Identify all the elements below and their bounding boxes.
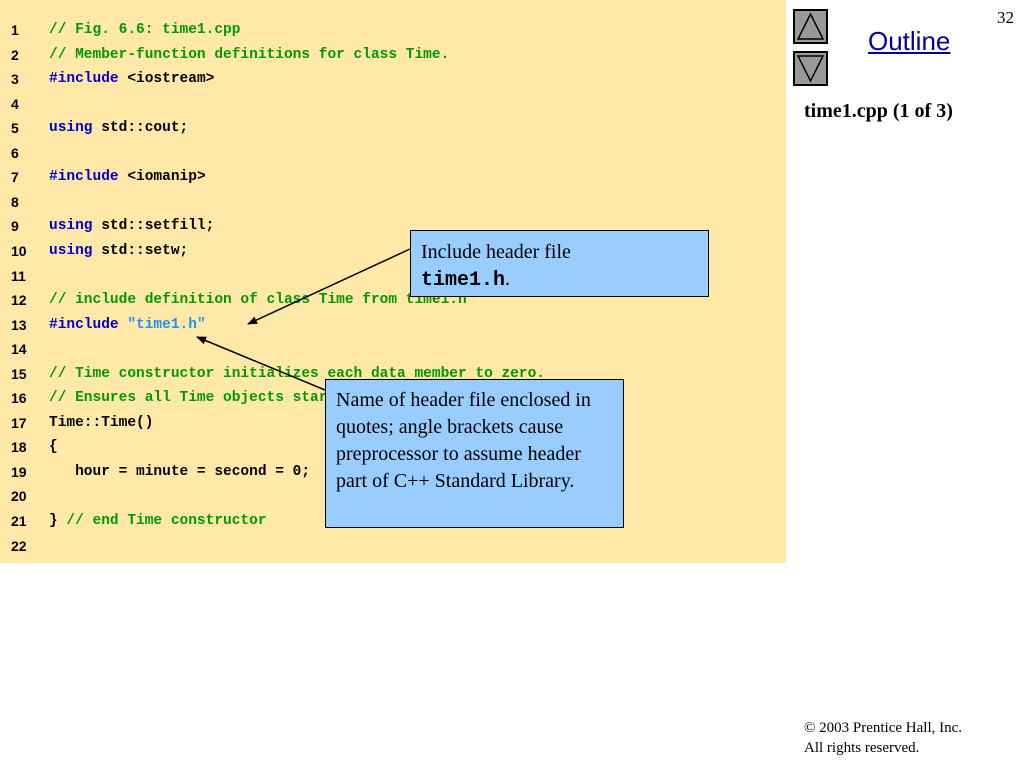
line-number: 10 xyxy=(11,242,27,259)
code-token-text: hour = minute = second = 0; xyxy=(49,463,311,480)
nav-previous-button[interactable] xyxy=(793,9,828,44)
code-token-keyword: #include xyxy=(49,71,119,88)
code-token-text: std::setw; xyxy=(92,242,189,259)
line-number: 22 xyxy=(11,537,27,554)
code-token-text: std::setfill; xyxy=(92,218,215,235)
line-number: 20 xyxy=(11,488,27,505)
line-number: 21 xyxy=(11,513,27,529)
line-number: 8 xyxy=(11,193,19,210)
line-number: 2 xyxy=(11,46,19,63)
line-number: 1 xyxy=(11,22,19,38)
outline-link[interactable]: Outline xyxy=(868,26,951,56)
code-token-text: { xyxy=(49,439,58,456)
line-number: 9 xyxy=(11,218,19,235)
callout-include-code: time1.h xyxy=(421,269,506,292)
line-number: 13 xyxy=(11,316,27,333)
line-number: 5 xyxy=(11,120,19,137)
line-number: 19 xyxy=(11,463,27,480)
code-text: #include <iostream> xyxy=(49,68,214,90)
slide-subtitle: time1.cpp (1 of 3) xyxy=(804,100,953,122)
code-token-text: std::cout; xyxy=(92,120,189,137)
code-text: using std::setw; xyxy=(49,240,188,262)
callout-quotes-note: Name of header file enclosed in quotes; … xyxy=(325,379,624,528)
code-text: // Fig. 6.6: time1.cpp xyxy=(49,19,240,41)
code-token-text: <iomanip> xyxy=(118,169,206,186)
line-number: 6 xyxy=(11,144,19,161)
code-token-keyword: using xyxy=(49,242,93,259)
code-token-keyword: #include xyxy=(49,169,119,186)
code-token-text: <iostream> xyxy=(118,71,215,88)
page-number: 32 xyxy=(997,8,1014,27)
line-number: 4 xyxy=(11,95,19,112)
callout-include-header: Include header file time1.h. xyxy=(410,230,709,297)
code-token-comment: // Member-function definitions for class… xyxy=(49,46,450,63)
callout-include-suffix: . xyxy=(505,268,511,290)
code-token-comment: // include definition of class Time from… xyxy=(49,292,467,309)
code-text: using std::cout; xyxy=(49,117,188,139)
callout-include-prefix: Include header file xyxy=(421,241,571,263)
code-token-text: } xyxy=(49,513,67,529)
triangle-up-icon xyxy=(796,12,825,40)
code-token-comment: // end Time constructor xyxy=(66,513,267,529)
code-token-keyword: using xyxy=(49,120,93,137)
line-number: 18 xyxy=(11,439,27,456)
line-number: 14 xyxy=(11,341,27,358)
line-number: 16 xyxy=(11,390,27,407)
code-text: using std::setfill; xyxy=(49,215,214,237)
copyright-notice: © 2003 Prentice Hall, Inc. All rights re… xyxy=(804,718,962,758)
code-token-keyword: using xyxy=(49,218,93,235)
code-token-comment: // Fig. 6.6: time1.cpp xyxy=(49,22,241,38)
code-text: } // end Time constructor xyxy=(49,510,267,532)
line-number: 11 xyxy=(11,267,26,284)
copyright-line-1: © 2003 Prentice Hall, Inc. xyxy=(804,720,963,736)
code-text: hour = minute = second = 0; xyxy=(49,461,310,483)
line-number: 12 xyxy=(11,292,27,309)
code-text: #include <iomanip> xyxy=(49,166,206,188)
code-text: #include "time1.h" xyxy=(49,314,206,336)
line-number: 7 xyxy=(11,169,19,186)
callout-quotes-text: Name of header file enclosed in quotes; … xyxy=(336,389,591,492)
code-text: { xyxy=(49,436,58,458)
line-number: 3 xyxy=(11,71,19,88)
nav-next-button[interactable] xyxy=(793,51,828,86)
line-number: 15 xyxy=(11,365,27,382)
code-text: // Member-function definitions for class… xyxy=(49,44,449,66)
code-text: // include definition of class Time from… xyxy=(49,289,467,311)
code-token-text: Time::Time() xyxy=(49,414,154,431)
copyright-line-2: All rights reserved. xyxy=(804,740,920,756)
code-token-string: "time1.h" xyxy=(127,316,206,333)
code-text: Time::Time() xyxy=(49,412,153,434)
code-token-keyword: #include xyxy=(49,316,119,333)
line-number: 17 xyxy=(11,414,27,431)
triangle-down-icon xyxy=(796,55,825,83)
